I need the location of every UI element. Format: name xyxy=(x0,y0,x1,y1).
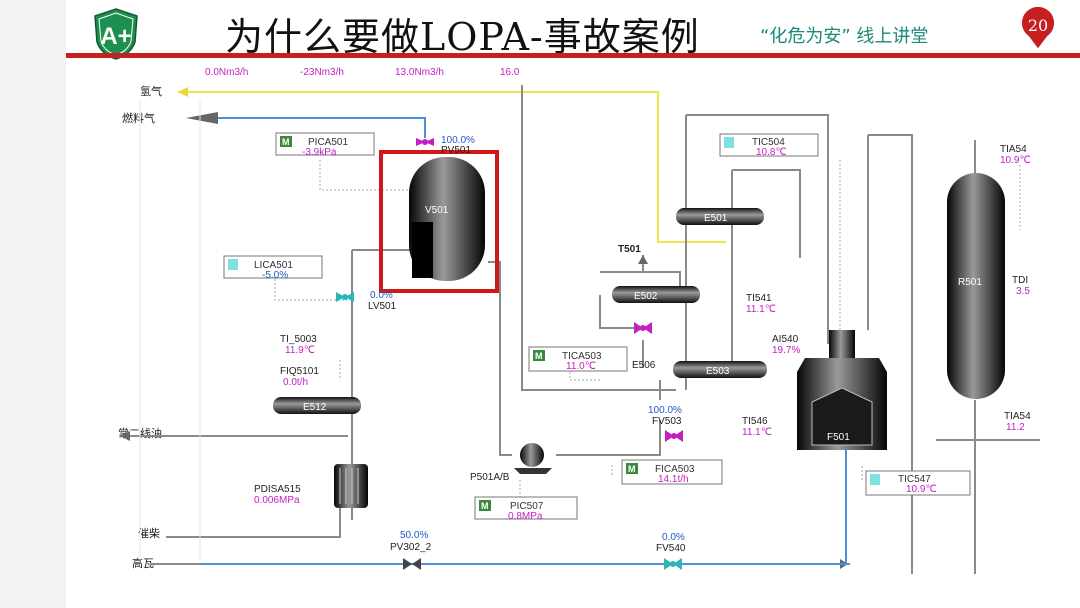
ti5003-tag: TI_5003 xyxy=(280,334,317,345)
pic507-value: 0.8MPa xyxy=(508,511,543,522)
tic504-tag: TIC504 xyxy=(752,137,785,148)
stream-fuel-gas-label: 燃料气 xyxy=(122,111,155,125)
fv540-valve-icon[interactable] xyxy=(664,558,682,570)
fiq5101-value: 0.0t/h xyxy=(283,377,308,388)
fv540-percent: 0.0% xyxy=(662,532,685,543)
lv501-valve-icon[interactable] xyxy=(336,292,354,302)
exchanger-e503[interactable]: E503 xyxy=(673,361,767,378)
fica503-value: 14.1t/h xyxy=(658,474,689,485)
tic547-tag: TIC547 xyxy=(898,474,931,485)
lv501-tag: LV501 xyxy=(368,301,397,312)
pdisa515-value: 0.006MPa xyxy=(254,495,300,506)
e506-valve-icon[interactable] xyxy=(634,322,652,334)
process-flow-diagram: 0.0Nm3/h -23Nm3/h 13.0Nm3/h 16.0 氢气 燃料气 … xyxy=(98,66,1040,574)
pic507-tag: PIC507 xyxy=(510,501,544,512)
cut-value-4: 16.0 xyxy=(500,67,520,78)
tica503-panel[interactable]: M TICA503 11.0℃ xyxy=(528,346,628,372)
fv503-percent: 100.0% xyxy=(648,405,682,416)
exchanger-e502[interactable]: E502 xyxy=(612,286,700,303)
pv302-tag: PV302_2 xyxy=(390,542,432,553)
stream-residue-label: 催柴 xyxy=(138,526,160,540)
fv540-tag: FV540 xyxy=(656,543,686,554)
exchanger-e501-label: E501 xyxy=(704,213,728,224)
tdi-value: 3.5 xyxy=(1016,286,1030,297)
exchanger-e512[interactable]: E512 xyxy=(273,397,361,414)
tic547-panel[interactable]: TIC547 10.9℃ xyxy=(865,470,971,496)
tia54-bottom-tag: TIA54 xyxy=(1004,411,1031,422)
ti546-tag: TI546 xyxy=(742,416,768,427)
lica501-tag: LICA501 xyxy=(254,260,293,271)
tia54-top-tag: TIA54 xyxy=(1000,144,1027,155)
pica501-panel[interactable]: M PICA501 -3.9kPa xyxy=(275,132,375,158)
tic504-panel[interactable]: TIC504 10.8℃ xyxy=(719,133,819,158)
tdi-tag: TDI xyxy=(1012,275,1028,286)
lica501-panel[interactable]: LICA501 -5.0% xyxy=(223,255,323,281)
tic504-value: 10.8℃ xyxy=(756,147,787,158)
pica501-mode: M xyxy=(282,137,290,147)
vessel-v501-label: V501 xyxy=(425,205,449,216)
vessel-v501[interactable]: V501 xyxy=(409,157,485,281)
tica503-value: 11.0℃ xyxy=(566,361,596,372)
exchanger-e501[interactable]: E501 xyxy=(676,208,764,225)
company-logo: A+ xyxy=(94,8,138,60)
pv302-valve-icon[interactable] xyxy=(403,558,421,570)
tia54-top-value: 10.9℃ xyxy=(1000,155,1031,166)
pica501-tag: PICA501 xyxy=(308,137,348,148)
lecture-subtitle: “化危为安” 线上讲堂 xyxy=(760,26,929,47)
filter-icon[interactable] xyxy=(334,464,368,508)
p501-tag: P501A/B xyxy=(470,472,510,483)
exchanger-e512-label: E512 xyxy=(303,402,327,413)
pump-p501-icon[interactable] xyxy=(514,443,552,474)
pv501-tag: PV501 xyxy=(441,145,471,156)
stream-hydrogen-label: 氢气 xyxy=(140,84,162,98)
fica503-mode: M xyxy=(628,464,636,474)
exchanger-e502-label: E502 xyxy=(634,291,658,302)
t501-tag: T501 xyxy=(618,244,641,255)
page-title: 为什么要做LOPA-事故案例 xyxy=(225,15,700,59)
fv503-tag: FV503 xyxy=(652,416,682,427)
page-number: 20 xyxy=(1027,16,1049,35)
exchanger-e503-label: E503 xyxy=(706,366,730,377)
tic547-value: 10.9℃ xyxy=(906,484,937,495)
fv503-valve-icon[interactable] xyxy=(665,430,683,442)
ai540-tag: AI540 xyxy=(772,334,799,345)
tia54-bottom-value: 11.2 xyxy=(1006,422,1025,433)
stream-high-pressure-label: 高瓦 xyxy=(132,556,154,570)
e506-tag: E506 xyxy=(632,360,656,371)
ti541-tag: TI541 xyxy=(746,293,772,304)
reactor-r501-label: R501 xyxy=(958,277,982,288)
tica503-tag: TICA503 xyxy=(562,351,602,362)
fica503-tag: FICA503 xyxy=(655,464,695,475)
pv501-percent: 100.0% xyxy=(441,135,475,146)
pic507-panel[interactable]: M PIC507 0.8MPa xyxy=(474,496,578,522)
cut-value-2: -23Nm3/h xyxy=(300,67,344,78)
ti5003-value: 11.9℃ xyxy=(285,345,315,356)
pv302-percent: 50.0% xyxy=(400,530,428,541)
page-number-badge-icon xyxy=(1021,6,1055,49)
furnace-f501-label: F501 xyxy=(827,432,850,443)
ti546-value: 11.1℃ xyxy=(742,427,772,438)
lv501-percent: 0.0% xyxy=(370,290,393,301)
tica503-mode: M xyxy=(535,351,543,361)
cut-value-3: 13.0Nm3/h xyxy=(395,67,444,78)
highlight-box xyxy=(379,150,499,293)
fiq5101-tag: FIQ5101 xyxy=(280,366,319,377)
header-divider xyxy=(66,53,1080,58)
pdisa515-tag: PDISA515 xyxy=(254,484,301,495)
ai540-value: 19.7% xyxy=(772,345,800,356)
pica501-value: -3.9kPa xyxy=(302,147,337,158)
logo-text: A+ xyxy=(100,23,131,50)
pic507-mode: M xyxy=(481,501,489,511)
reactor-r501[interactable]: R501 xyxy=(947,173,1005,399)
pv501-valve-icon[interactable] xyxy=(416,138,434,146)
cut-value-1: 0.0Nm3/h xyxy=(205,67,248,78)
fica503-panel[interactable]: M FICA503 14.1t/h xyxy=(621,459,723,485)
furnace-f501[interactable]: F501 xyxy=(797,330,887,450)
ti541-value: 11.1℃ xyxy=(746,304,776,315)
lica501-value: -5.0% xyxy=(262,270,288,281)
